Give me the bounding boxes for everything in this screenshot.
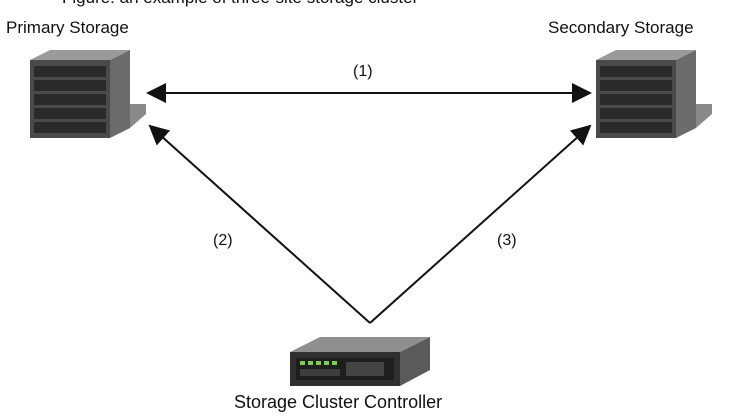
secondary-storage-label: Secondary Storage	[548, 18, 694, 37]
link-label-2: (2)	[213, 232, 233, 249]
controller-label: Storage Cluster Controller	[234, 392, 443, 412]
primary-storage-icon	[30, 50, 146, 138]
link-label-3: (3)	[497, 232, 517, 249]
primary-storage-label: Primary Storage	[6, 18, 129, 37]
link-controller-secondary	[369, 124, 592, 324]
link-controller-primary	[148, 124, 371, 324]
caption-fragment: Figure: an example of three-site storage…	[62, 0, 752, 8]
link-label-1: (1)	[353, 63, 373, 80]
controller-icon	[290, 337, 430, 386]
secondary-storage-icon	[596, 50, 712, 138]
